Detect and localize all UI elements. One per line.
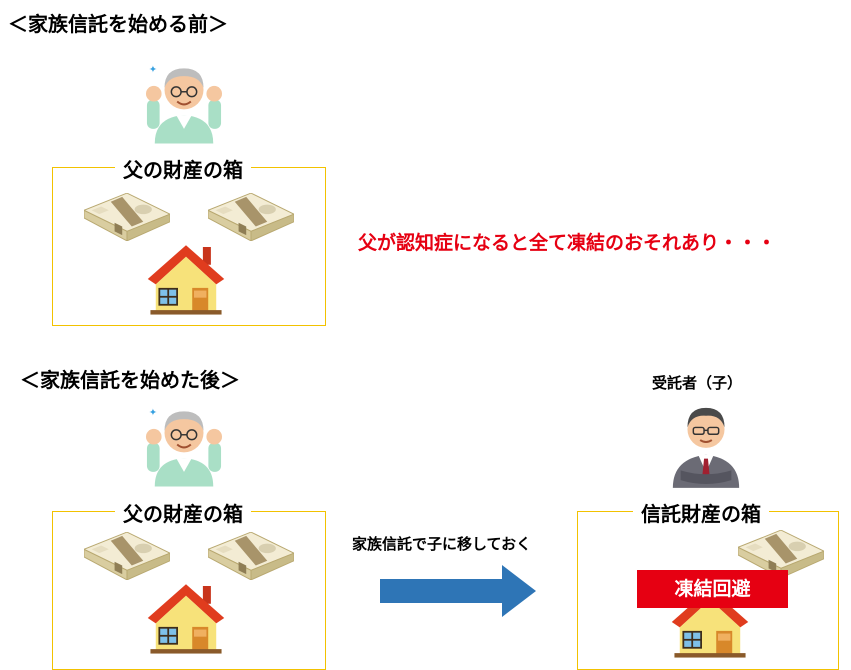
money-bundle-icon xyxy=(84,532,170,580)
house-icon xyxy=(146,582,226,654)
elderly-father-icon xyxy=(145,403,223,487)
father-asset-box-after: 父の財産の箱 xyxy=(52,498,326,670)
freeze-warning: 父が認知症になると全て凍結のおそれあり・・・ xyxy=(358,232,777,254)
freeze-avoided-badge: 凍結回避 xyxy=(637,570,788,608)
after-heading: ＜家族信託を始めた後＞ xyxy=(20,368,240,392)
money-bundle-icon xyxy=(84,193,170,241)
transfer-label: 家族信託で子に移しておく xyxy=(352,535,532,553)
trust-asset-box: 信託財産の箱 xyxy=(577,498,839,670)
trustee-son-icon xyxy=(667,400,745,488)
money-bundle-icon xyxy=(208,193,294,241)
before-heading: ＜家族信託を始める前＞ xyxy=(8,12,228,36)
money-bundle-icon xyxy=(208,532,294,580)
house-icon xyxy=(146,243,226,315)
elderly-father-icon xyxy=(145,60,223,144)
right-arrow-icon xyxy=(380,565,536,617)
father-asset-box-title: 父の財産の箱 xyxy=(115,498,251,527)
father-asset-box: 父の財産の箱 xyxy=(52,154,326,326)
father-asset-box-title: 父の財産の箱 xyxy=(115,154,251,183)
trust-asset-box-title: 信託財産の箱 xyxy=(633,498,769,527)
trustee-label: 受託者（子） xyxy=(652,374,743,392)
